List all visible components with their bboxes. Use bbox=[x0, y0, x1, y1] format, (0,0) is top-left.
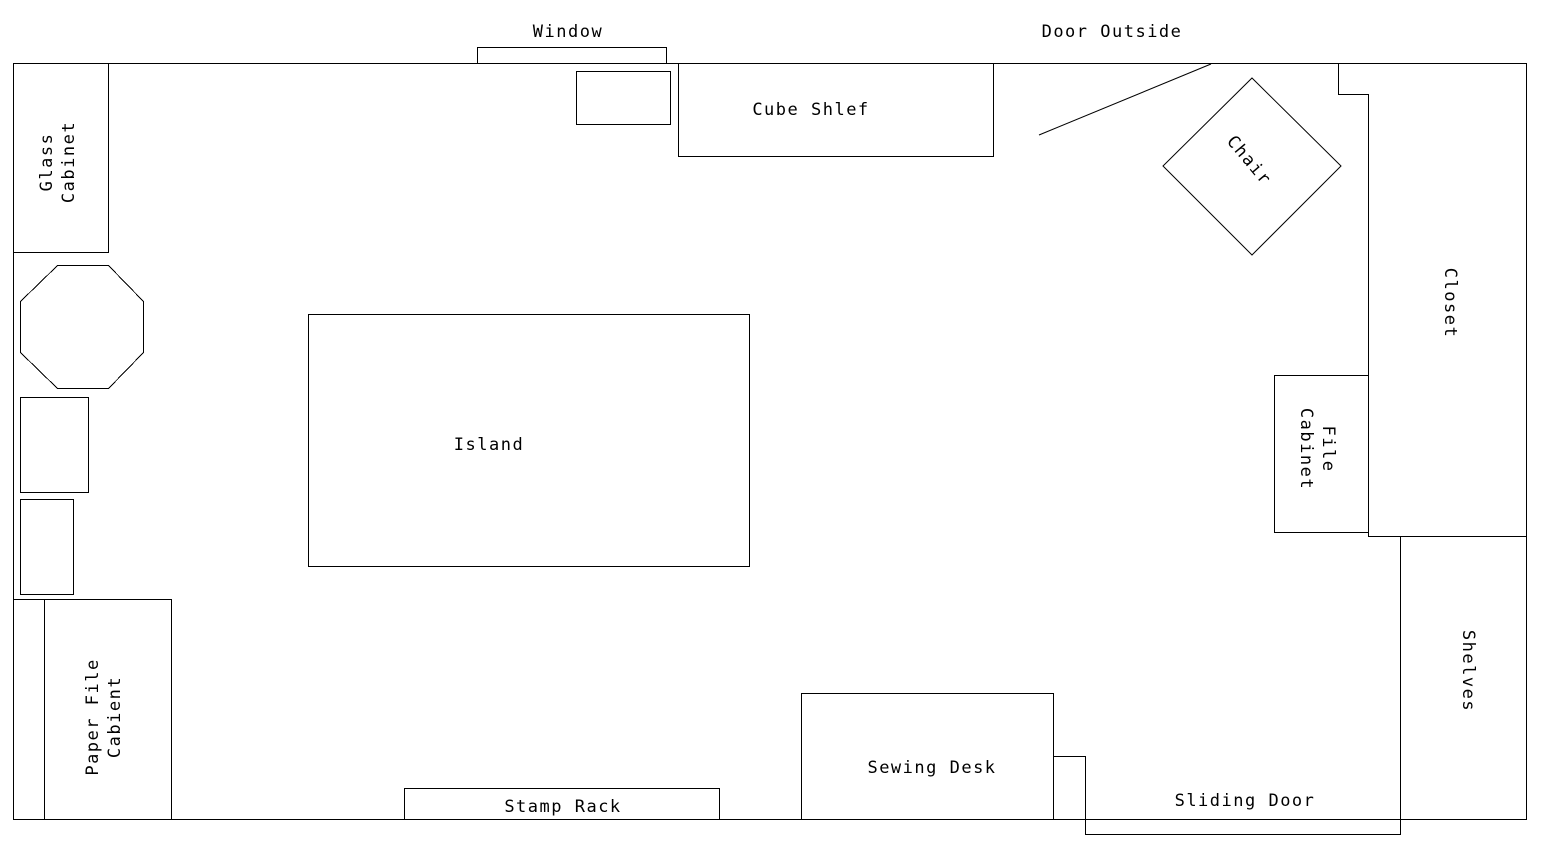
island-label: Island bbox=[454, 435, 524, 455]
octagon-table bbox=[20, 265, 144, 389]
file-cabinet bbox=[1274, 375, 1369, 533]
window bbox=[477, 47, 667, 64]
glass-cabinet-label-line1: Glass bbox=[37, 133, 57, 192]
door-outside-swing bbox=[1038, 63, 1212, 136]
left-wall-box-1 bbox=[20, 397, 89, 493]
chair-label: Chair bbox=[1222, 132, 1275, 190]
stamp-rack bbox=[404, 788, 720, 820]
door-outside-label: Door Outside bbox=[1042, 22, 1183, 42]
file-cabinet-label-line1: File bbox=[1318, 426, 1338, 473]
closet-label: Closet bbox=[1440, 268, 1460, 338]
window-label: Window bbox=[533, 22, 603, 42]
left-wall-box-2 bbox=[20, 499, 74, 595]
glass-cabinet-label-line2: Cabinet bbox=[59, 121, 79, 203]
closet bbox=[1338, 63, 1527, 537]
paper-file-cabinet-strip bbox=[13, 599, 45, 820]
window-side-box bbox=[576, 71, 671, 125]
paper-file-cabinet-label-line1: Paper File bbox=[83, 658, 103, 775]
sewing-desk bbox=[801, 693, 1054, 820]
sewing-desk-label: Sewing Desk bbox=[867, 758, 996, 778]
paper-file-cabinet bbox=[44, 599, 172, 820]
file-cabinet-label-line2: Cabinet bbox=[1296, 408, 1316, 490]
shelves-label: Shelves bbox=[1458, 630, 1478, 712]
chair bbox=[1162, 77, 1342, 256]
sliding-door bbox=[1053, 756, 1401, 835]
sliding-door-label: Sliding Door bbox=[1175, 791, 1316, 811]
stamp-rack-label: Stamp Rack bbox=[504, 797, 621, 817]
cube-shelf-label: Cube Shlef bbox=[752, 100, 869, 120]
cube-shelf bbox=[678, 63, 994, 157]
island bbox=[308, 314, 750, 567]
glass-cabinet bbox=[13, 63, 109, 253]
paper-file-cabinet-label-line2: Cabient bbox=[105, 676, 125, 758]
